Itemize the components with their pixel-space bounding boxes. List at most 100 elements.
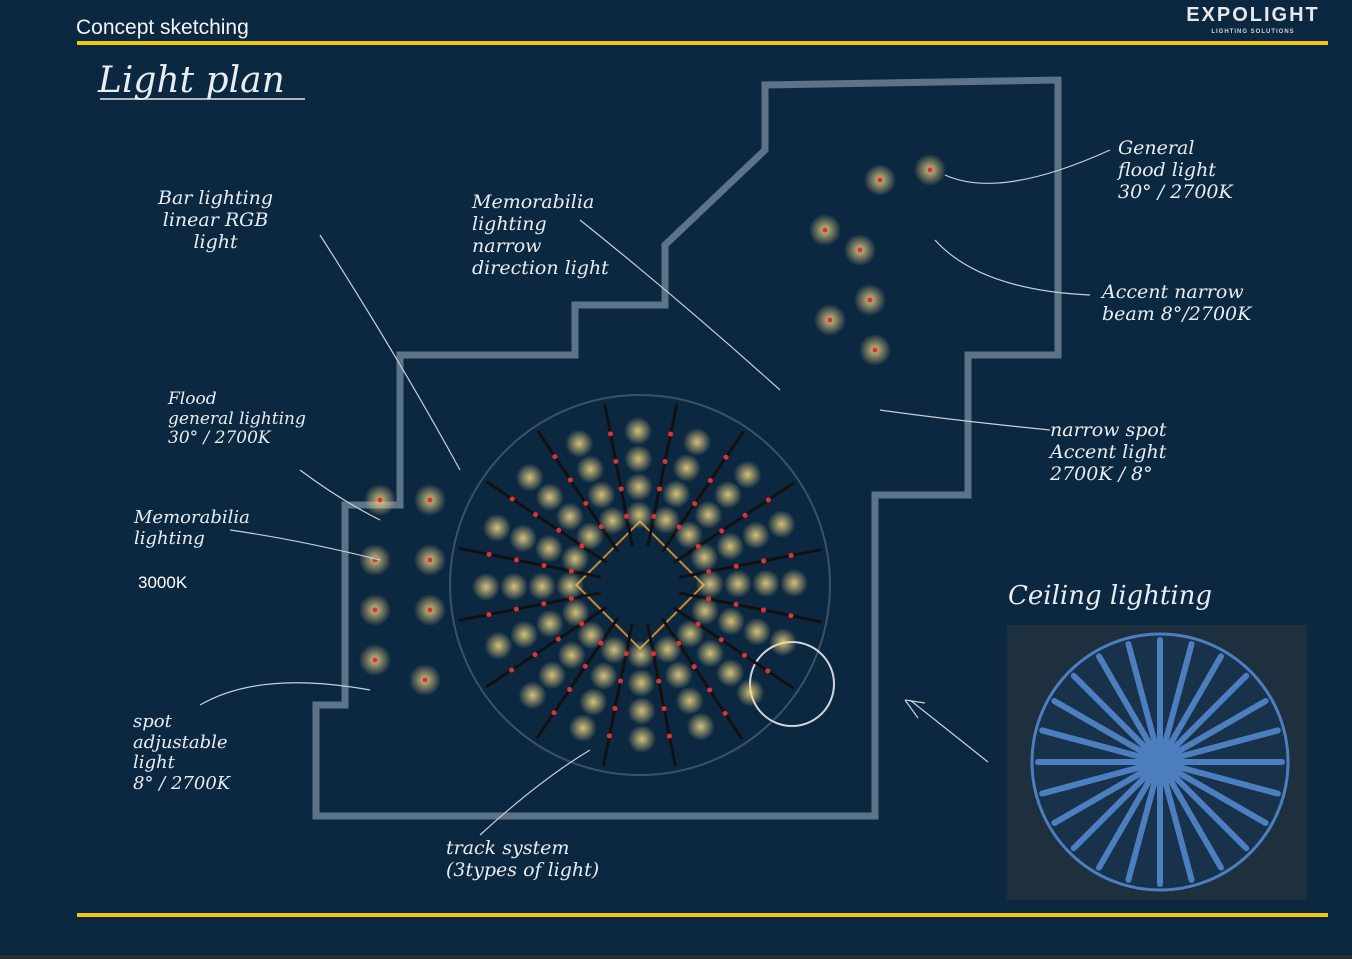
light-glow: [716, 532, 745, 561]
fixture-dot: [486, 551, 492, 557]
ceiling-beam: [1165, 767, 1250, 852]
logo-tagline: LIGHTING SOLUTIONS: [1211, 29, 1295, 35]
light-glow: [482, 513, 511, 542]
light-glow: [624, 417, 653, 446]
light-glow: [576, 455, 605, 484]
light-glow: [713, 480, 742, 509]
section-title: Concept sketching: [76, 16, 249, 39]
fixture-dot: [623, 651, 629, 657]
light-glow: [779, 569, 808, 598]
page-title: Light plan: [98, 60, 285, 101]
fixture-dot: [765, 668, 771, 674]
fixture-dot: [733, 563, 739, 569]
fixture-dot: [760, 607, 766, 613]
ceiling-beam: [1051, 698, 1153, 759]
fixture-dot: [765, 497, 771, 503]
fixture-dot: [624, 513, 630, 519]
fixture-dot: [877, 177, 883, 183]
fixture-dot: [509, 667, 515, 673]
annotation-spot: spot adjustable light 8° / 2700K: [133, 711, 231, 795]
fixture-dot: [567, 477, 573, 483]
annotation-bar-lighting: Bar lighting linear RGB light: [158, 187, 274, 253]
fixture-dot: [541, 563, 547, 569]
light-glow: [691, 596, 720, 625]
light-glow: [627, 724, 656, 753]
light-glow: [723, 569, 752, 598]
fixture-dot: [761, 558, 767, 564]
ceiling-hub: [1150, 752, 1170, 772]
light-glow: [528, 572, 557, 601]
light-glow: [472, 572, 501, 601]
fixture-dot: [695, 621, 701, 627]
fixture-dot: [723, 454, 729, 460]
fixture-dot: [555, 636, 561, 642]
fixture-dot: [579, 543, 585, 549]
light-glow: [686, 712, 715, 741]
ceiling-beam: [1160, 770, 1195, 883]
light-glow: [696, 639, 725, 668]
annotation-memorabilia-top: Memorabilia lighting narrow direction li…: [472, 191, 609, 279]
fixture-dot: [532, 652, 538, 658]
fixture-dot: [598, 524, 604, 530]
fixture-dot: [422, 677, 428, 683]
fixture-dot: [556, 527, 562, 533]
fixture-dot: [742, 512, 748, 518]
fixture-dot: [612, 705, 618, 711]
footer-rule: [77, 913, 1328, 917]
light-glow: [651, 505, 680, 534]
fixture-dot: [661, 706, 667, 712]
light-glow: [769, 628, 798, 657]
fixture-dot: [722, 710, 728, 716]
light-glow: [534, 534, 563, 563]
ceiling-beam: [1167, 698, 1269, 759]
light-glow: [674, 520, 703, 549]
ceiling-beam: [1168, 762, 1281, 797]
light-glow: [717, 607, 746, 636]
annotation-flood-general: Flood general lighting 30° / 2700K: [168, 389, 306, 449]
fixture-dot: [662, 459, 668, 465]
light-glow: [587, 480, 616, 509]
fixture-dot: [707, 687, 713, 693]
fixture-dot: [691, 664, 697, 670]
fixture-dot: [427, 557, 433, 563]
light-glow: [624, 473, 653, 502]
fixture-dot: [598, 640, 604, 646]
light-glows: [359, 154, 946, 753]
ceiling-beam: [1051, 765, 1153, 826]
light-glow: [555, 502, 584, 531]
ceiling-beam: [1168, 727, 1281, 762]
light-glow: [561, 598, 590, 627]
annotation-general-flood: General flood light 30° / 2700K: [1118, 137, 1233, 203]
fixture-dot: [719, 528, 725, 534]
ceiling-title: Ceiling lighting: [1008, 581, 1213, 611]
fixture-dot: [676, 524, 682, 530]
fixture-dot: [867, 297, 873, 303]
ceiling-beam: [1096, 769, 1157, 871]
ceiling-beam: [1160, 641, 1195, 754]
fixture-dot: [551, 710, 557, 716]
light-glow: [565, 429, 594, 458]
fixture-dot: [613, 458, 619, 464]
light-glow: [767, 510, 796, 539]
light-glow: [575, 522, 604, 551]
ceiling-beam: [1039, 762, 1152, 797]
fixture-dot: [579, 621, 585, 627]
light-glow: [664, 661, 693, 690]
leader-lines: [199, 149, 1111, 836]
ceiling-beam: [1167, 765, 1269, 826]
fixture-dot: [668, 431, 674, 437]
ceiling-beam: [1096, 653, 1157, 755]
light-glow: [676, 619, 705, 648]
ceiling-beam: [1039, 727, 1152, 762]
fixture-dot: [676, 640, 682, 646]
fixture-dot: [568, 595, 574, 601]
fixture-dot: [532, 512, 538, 518]
light-glow: [695, 570, 724, 599]
light-glow: [598, 506, 627, 535]
light-glow: [624, 445, 653, 474]
light-glow: [733, 460, 762, 489]
fixture-dot: [695, 543, 701, 549]
fixture-dot: [427, 607, 433, 613]
light-glow: [500, 572, 529, 601]
fixture-dot: [618, 678, 624, 684]
